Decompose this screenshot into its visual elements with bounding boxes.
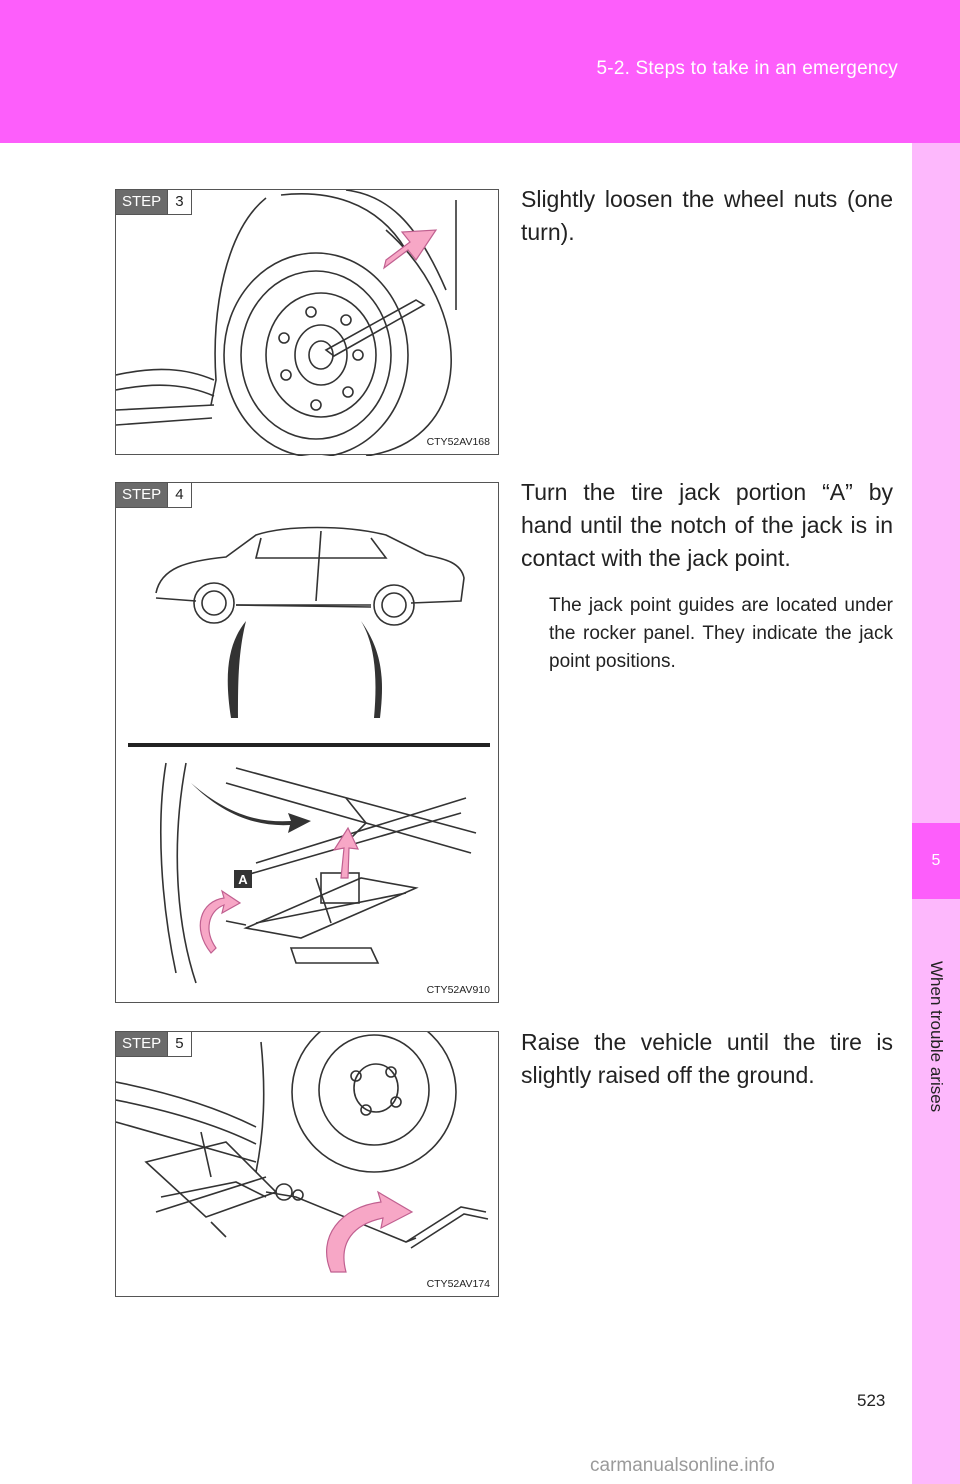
step-badge-5: STEP 5 bbox=[116, 1032, 192, 1057]
step-badge-label: STEP bbox=[116, 1032, 168, 1056]
step-badge-3: STEP 3 bbox=[116, 190, 192, 215]
callout-a-label: A bbox=[238, 872, 248, 887]
step-3-text: Slightly loosen the wheel nuts (one turn… bbox=[521, 186, 893, 245]
chapter-number-tab[interactable]: 5 bbox=[912, 823, 960, 899]
step-4-note: The jack point guides are located under … bbox=[549, 595, 893, 672]
step-5-text: Raise the vehicle until the tire is slig… bbox=[521, 1029, 893, 1088]
callout-a-box bbox=[234, 870, 252, 888]
figure-code: CTY52AV168 bbox=[426, 436, 490, 448]
step-badge-label: STEP bbox=[116, 190, 168, 214]
step-badge-4: STEP 4 bbox=[116, 483, 192, 508]
section-title: 5-2. Steps to take in an emergency bbox=[596, 58, 898, 79]
figure-step-5: STEP 5 CTY52AV174 bbox=[115, 1031, 499, 1297]
illustration-raise-vehicle bbox=[116, 1032, 489, 1273]
step-badge-number: 5 bbox=[167, 1032, 191, 1056]
illustration-jack-position: A bbox=[128, 526, 490, 984]
watermark[interactable]: carmanualsonline.info bbox=[590, 1455, 775, 1476]
chapter-label: When trouble arises bbox=[912, 932, 960, 1142]
illustration-loosen-wheel-nuts bbox=[116, 190, 457, 456]
step-badge-label: STEP bbox=[116, 483, 168, 507]
chapter-side-tab bbox=[912, 143, 960, 1484]
step-badge-number: 4 bbox=[167, 483, 191, 507]
figure-code: CTY52AV174 bbox=[426, 1278, 490, 1290]
page-header: 5-2. Steps to take in an emergency bbox=[0, 0, 960, 143]
page-number: 523 bbox=[857, 1391, 886, 1410]
figure-step-4: A STEP 4 CTY52AV910 bbox=[115, 482, 499, 1003]
figure-step-3: STEP 3 CTY52AV168 bbox=[115, 189, 499, 456]
chapter-label-text: When trouble arises bbox=[927, 961, 946, 1113]
figure-code: CTY52AV910 bbox=[426, 984, 490, 996]
step-badge-number: 3 bbox=[167, 190, 191, 214]
step-4-text: Turn the tire jack portion “A” by hand u… bbox=[521, 479, 893, 571]
